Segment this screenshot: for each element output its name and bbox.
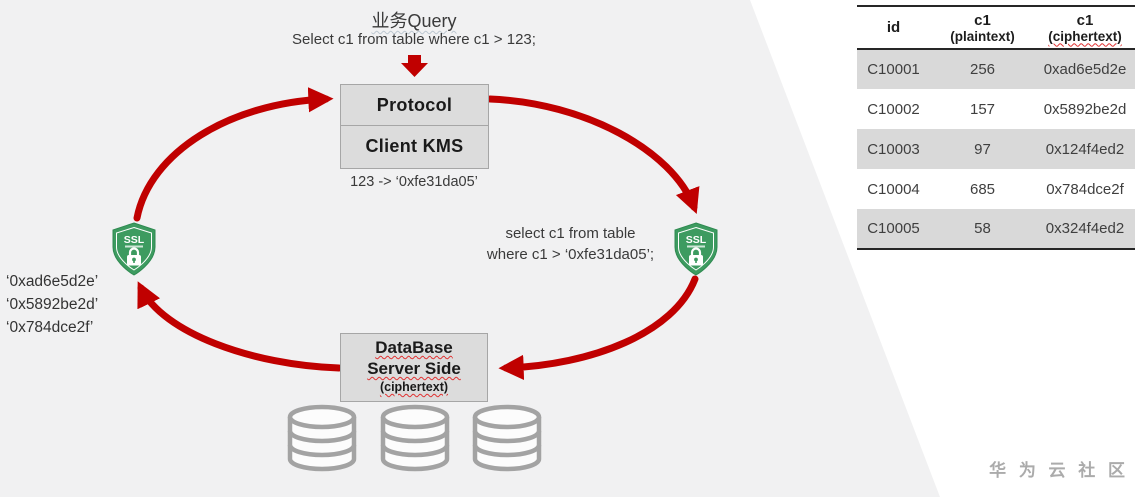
db-box-line1: DataBase xyxy=(375,338,453,357)
table-header-row: id c1 (plaintext) c1 (ciphertext) xyxy=(857,5,1135,50)
cell-id: C10002 xyxy=(867,100,920,118)
header-id: id xyxy=(857,5,930,50)
cell-plaintext: 256 xyxy=(930,49,1035,89)
ciphertext-result-list: ‘0xad6e5d2e’ ‘0x5892be2d’ ‘0x784dce2f’ xyxy=(6,270,136,339)
cell-plaintext: 58 xyxy=(930,209,1035,250)
client-kms-box: Protocol Client KMS xyxy=(340,84,489,169)
cell-id: C10001 xyxy=(857,49,930,89)
cell-ciphertext: 0x324f4ed2 xyxy=(1035,209,1135,250)
query-sql-text: Select c1 from table where c1 > 123; xyxy=(292,31,536,48)
table-row: C10003 97 0x124f4ed2 xyxy=(857,129,1135,169)
plain-to-cipher-mapping: 123 -> ‘0xfe31da05’ xyxy=(350,174,478,190)
header-ciphertext-title: c1 xyxy=(1076,11,1094,29)
table-row: C10005 58 0x324f4ed2 xyxy=(857,209,1135,250)
header-plaintext-subtitle: (plaintext) xyxy=(950,28,1015,44)
table-row: C10002 157 0x5892be2d xyxy=(857,89,1135,129)
database-server-box: DataBase Server Side (ciphertext) xyxy=(340,333,488,402)
header-c1-ciphertext: c1 (ciphertext) xyxy=(1035,5,1135,50)
cell-id: C10004 xyxy=(867,180,920,198)
cell-plaintext: 685 xyxy=(969,180,996,198)
encrypted-sql-text: select c1 from table where c1 > ‘0xfe31d… xyxy=(468,223,673,265)
cell-plaintext: 97 xyxy=(930,129,1035,169)
header-id-title: id xyxy=(886,19,901,36)
protocol-label: Protocol xyxy=(341,85,488,126)
watermark: 华 为 云 社 区 xyxy=(989,461,1129,480)
cell-id: C10003 xyxy=(857,129,930,169)
cipher-table: id c1 (plaintext) c1 (ciphertext) C10001… xyxy=(857,5,1135,250)
db-box-line2: Server Side xyxy=(367,359,461,378)
ciphertext-item: ‘0xad6e5d2e’ xyxy=(6,273,99,290)
cell-ciphertext: 0xad6e5d2e xyxy=(1035,49,1135,89)
cell-plaintext: 157 xyxy=(969,100,996,118)
header-plaintext-title: c1 xyxy=(974,11,991,29)
cell-ciphertext: 0x5892be2d xyxy=(1043,100,1127,118)
ciphertext-item: ‘0x784dce2f’ xyxy=(6,319,94,336)
header-ciphertext-subtitle: (ciphertext) xyxy=(1048,28,1122,44)
ciphertext-item: ‘0x5892be2d’ xyxy=(6,296,99,313)
encrypted-sql-line: where c1 > ‘0xfe31da05’; xyxy=(486,246,655,263)
header-c1-plaintext: c1 (plaintext) xyxy=(930,5,1035,50)
query-title: 业务Query xyxy=(371,11,457,31)
client-kms-label: Client KMS xyxy=(365,136,464,156)
table-row: C10004 685 0x784dce2f xyxy=(857,169,1135,209)
cell-ciphertext: 0x784dce2f xyxy=(1046,180,1124,198)
table-row: C10001 256 0xad6e5d2e xyxy=(857,49,1135,89)
cell-ciphertext: 0x124f4ed2 xyxy=(1035,129,1135,169)
db-box-line3: (ciphertext) xyxy=(379,380,449,394)
cell-id: C10005 xyxy=(857,209,930,250)
encrypted-sql-line: select c1 from table xyxy=(505,225,636,242)
